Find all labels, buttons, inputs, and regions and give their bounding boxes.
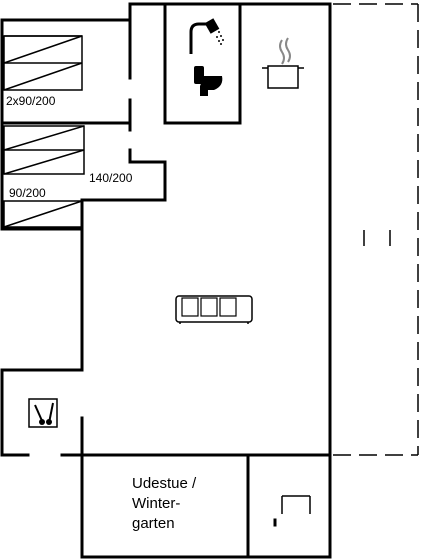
washing-machine-icon [28,398,58,428]
chair-icon [281,495,311,514]
sofa-icon [175,295,253,324]
shower-icon [189,18,224,54]
upper-bunk-bed [3,35,83,91]
winter-garden-line3: garten [132,515,175,532]
terrace-outline [333,3,419,456]
single-bed-label: 90/200 [9,186,46,200]
single-bed [3,200,83,228]
winter-garden-label: Udestue / Winter- garten [132,474,196,534]
toilet-icon [194,66,223,96]
double-bed-label: 140/200 [89,171,133,185]
walls [0,2,332,559]
winter-garden-line2: Winter- [132,495,181,512]
double-bed [3,125,85,175]
upper-bunk-label: 2x90/200 [6,94,56,108]
winter-garden-line1: Udestue / [132,475,197,492]
cooking-pot-icon [262,37,304,89]
